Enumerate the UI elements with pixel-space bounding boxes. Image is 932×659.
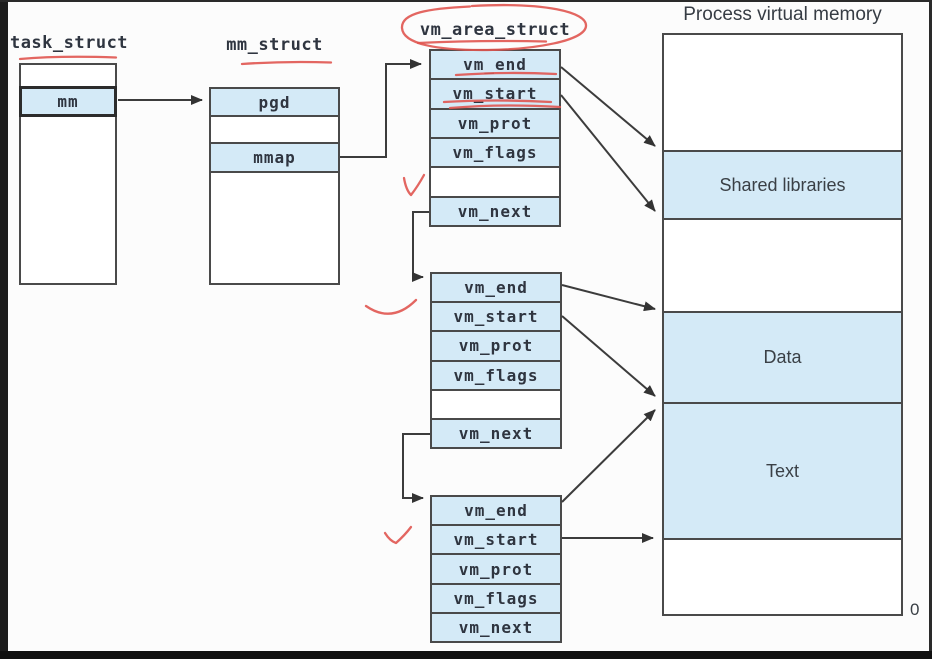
pgd-field-cell: pgd [211, 89, 338, 117]
annotation-underline-mm-struct [240, 60, 333, 66]
annotation-underline-vm-area-struct [416, 39, 548, 45]
frame-right-line [929, 0, 932, 659]
arrow-vm-end-3-to-text-top [561, 409, 656, 503]
empty-cell [431, 166, 559, 195]
vm-start-cell: vm_start [432, 301, 560, 331]
vm-flags-cell: vm_flags [432, 359, 560, 389]
frame-bottom-bar [0, 651, 932, 659]
mmap-field-cell: mmap [211, 142, 338, 173]
annotation-check-block-2 [364, 298, 418, 315]
process-virtual-memory-box: Shared libraries Data Text [662, 33, 903, 616]
vm-start-cell: vm_start [432, 524, 560, 554]
empty-cell [432, 388, 560, 418]
vm-area-struct-title: vm_area_struct [419, 20, 571, 40]
vm-end-cell: vm_end [432, 497, 560, 525]
vm-area-struct-block-1: vm_end vm_start vm_prot vm_flags vm_next [429, 49, 561, 227]
memory-segment-data: Data [664, 311, 901, 402]
task-struct-box: mm [19, 63, 117, 285]
frame-left-bar [0, 0, 8, 659]
memory-segment-gap [664, 218, 901, 311]
vm-prot-cell: vm_prot [432, 330, 560, 360]
vm-next-cell: vm_next [432, 611, 560, 642]
arrow-vm-end-2-to-data-top [561, 284, 656, 312]
arrow-mmap-to-vm-area-struct [340, 59, 422, 158]
memory-segment-bottom [664, 538, 901, 614]
memory-segment-top [664, 35, 901, 150]
memory-segment-shared-libraries: Shared libraries [664, 150, 901, 218]
vm-prot-cell: vm_prot [431, 107, 559, 137]
arrow-vm-start-1-to-shared-bottom [560, 94, 656, 212]
frame-top-line [0, 0, 932, 2]
annotation-check-block-3 [383, 525, 413, 545]
mm-field-cell: mm [19, 86, 117, 117]
task-struct-title: task_struct [9, 33, 129, 53]
memory-segment-text: Text [664, 402, 901, 538]
vm-flags-cell: vm_flags [432, 582, 560, 612]
annotation-check-block-1 [402, 173, 426, 197]
arrow-vm-end-1-to-shared-top [560, 66, 656, 147]
vm-area-struct-block-3: vm_end vm_start vm_prot vm_flags vm_next [430, 495, 562, 643]
vm-end-cell: vm_end [431, 51, 559, 79]
vm-area-struct-block-2: vm_end vm_start vm_prot vm_flags vm_next [430, 272, 562, 449]
process-virtual-memory-title: Process virtual memory [683, 4, 882, 25]
annotation-underline-task-struct [18, 55, 118, 61]
vm-flags-cell: vm_flags [431, 136, 559, 167]
vm-next-cell: vm_next [432, 417, 560, 448]
vm-end-cell: vm_end [432, 274, 560, 302]
arrow-vm-next-2-to-block-3 [402, 433, 430, 503]
vm-next-cell: vm_next [431, 195, 559, 225]
address-zero-label: 0 [910, 600, 920, 619]
vm-start-cell: vm_start [431, 78, 559, 108]
vm-prot-cell: vm_prot [432, 553, 560, 583]
arrow-vm-start-2-to-data-bottom [561, 315, 656, 397]
mm-struct-box: pgd mmap [209, 87, 340, 285]
arrow-vm-next-1-to-block-2 [412, 211, 429, 282]
mm-struct-title: mm_struct [226, 35, 323, 55]
